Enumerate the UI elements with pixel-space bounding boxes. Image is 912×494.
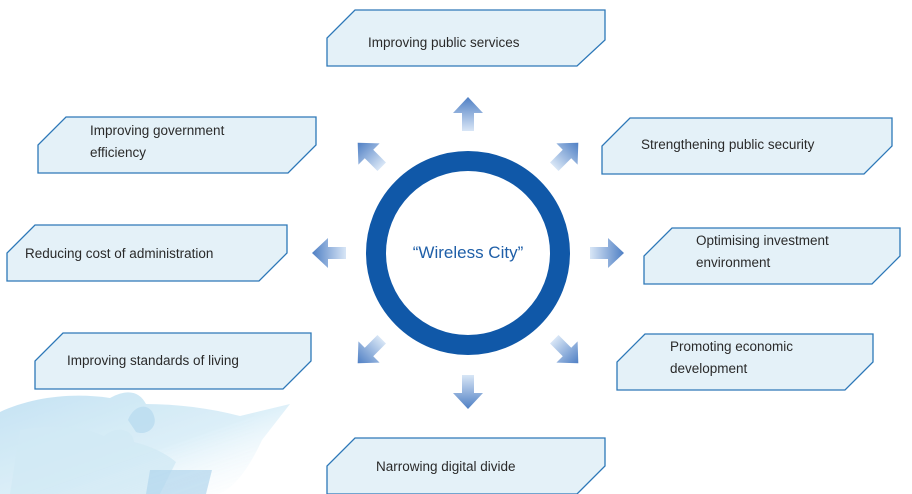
benefit-label-line: development [670,361,748,376]
benefit-box-economic-development [616,333,874,391]
puzzle-pieces-image [0,392,290,494]
benefit-box-public-security [601,117,893,175]
benefit-box-digital-divide [326,437,606,494]
benefit-label-standards-of-living: Improving standards of living [67,350,239,372]
arrow-to-cost-of-administration [312,238,346,268]
benefit-label-line: Improving standards of living [67,353,239,368]
benefit-label-digital-divide: Narrowing digital divide [376,456,516,478]
arrow-to-standards-of-living [357,335,386,364]
benefit-box-public-services [326,9,606,67]
arrow-to-economic-development [550,335,579,364]
benefit-label-public-security: Strengthening public security [641,134,814,156]
benefit-box-government-efficiency [37,116,317,174]
benefit-label-line: Improving government [90,123,225,138]
benefit-box-investment-environment [643,227,901,285]
benefit-arrows [312,97,624,409]
arrow-to-public-security [550,142,579,171]
arrow-to-digital-divide [453,375,483,409]
arrow-to-public-services [453,97,483,131]
arrow-to-government-efficiency [357,142,386,171]
benefit-label-government-efficiency: Improving government efficiency [90,120,224,164]
benefit-label-line: Narrowing digital divide [376,459,516,474]
arrow-to-investment-environment [590,238,624,268]
benefit-label-line: Strengthening public security [641,137,815,152]
benefit-label-line: environment [696,255,771,270]
benefit-label-investment-environment: Optimising investment environment [696,230,829,274]
benefit-label-cost-of-administration: Reducing cost of administration [25,243,213,265]
benefit-label-line: Promoting economic [670,339,794,354]
benefit-label-line: Improving public services [368,35,520,50]
benefit-box-standards-of-living [34,332,312,390]
benefit-label-line: Optimising investment [696,233,829,248]
benefit-label-line: efficiency [90,145,147,160]
benefit-label-public-services: Improving public services [368,32,520,54]
benefit-label-line: Reducing cost of administration [25,246,214,261]
benefit-label-economic-development: Promoting economic development [670,336,793,380]
center-label: “Wireless City” [412,243,524,262]
benefit-boxes [6,9,901,494]
wireless-city-ring [366,151,570,355]
benefit-box-cost-of-administration [6,224,288,282]
